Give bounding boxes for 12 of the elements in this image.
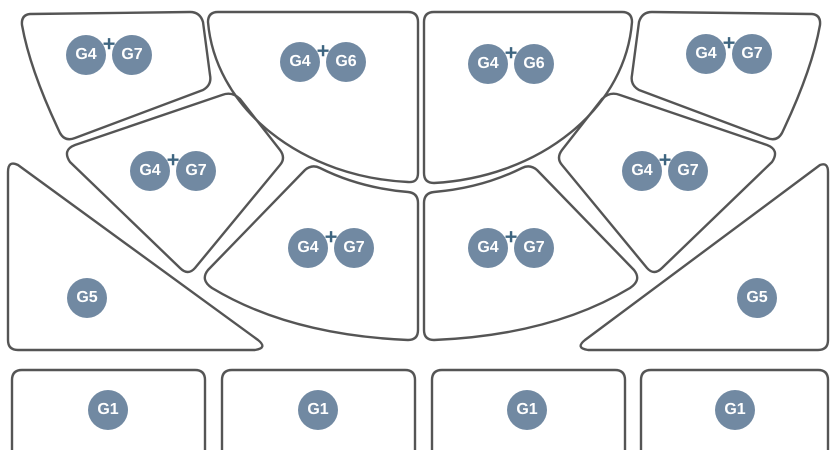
region-outline — [221, 369, 417, 450]
group-badge: G1 — [298, 390, 338, 430]
group-badge: G1 — [715, 390, 755, 430]
region-outline — [206, 10, 420, 186]
region-outline — [11, 369, 207, 450]
group-badge: G5 — [67, 278, 107, 318]
group-badge: G5 — [737, 278, 777, 318]
region-outline — [431, 369, 627, 450]
group-badge: G1 — [507, 390, 547, 430]
region-outline — [640, 369, 830, 450]
group-badge: G1 — [88, 390, 128, 430]
region-outline — [422, 10, 634, 186]
